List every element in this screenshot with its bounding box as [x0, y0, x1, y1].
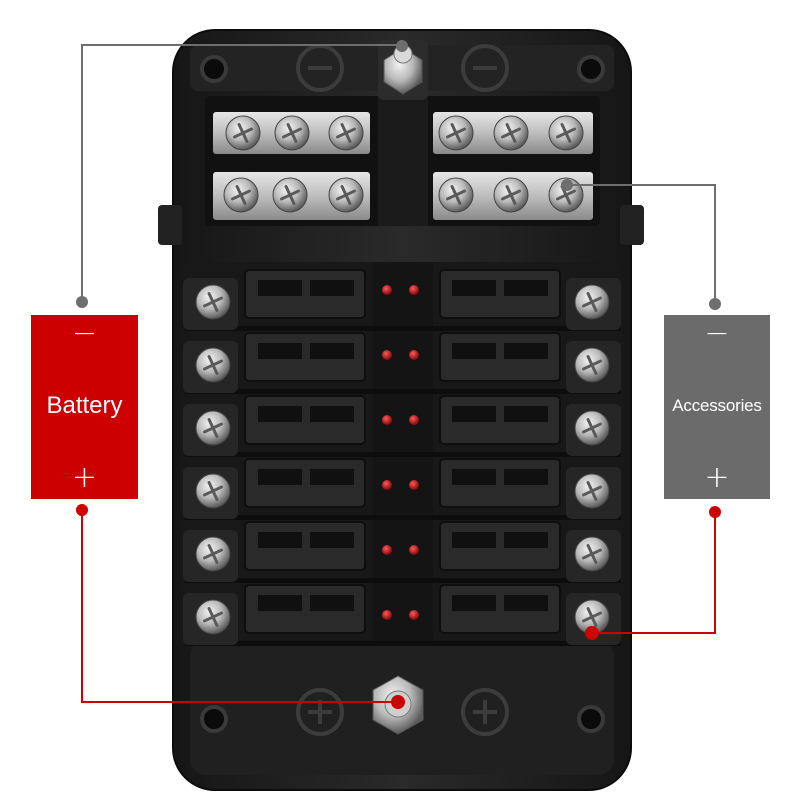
mounting-hole	[577, 55, 605, 83]
bus-bar-screws	[223, 115, 584, 213]
accessories-plus-sign: +	[704, 460, 730, 495]
battery-positive-wire	[81, 510, 398, 703]
accessories-minus-sign: −	[704, 316, 730, 351]
indicator-led	[382, 415, 392, 425]
side-terminal-screw-right	[574, 347, 610, 383]
mounting-holes	[200, 55, 605, 733]
indicator-led	[382, 480, 392, 490]
bus-bar-screw	[548, 177, 584, 213]
side-terminal-screw-right	[574, 410, 610, 446]
bus-bar-screw	[438, 177, 474, 213]
negative-stud	[378, 40, 428, 100]
bus-bar-screw	[225, 115, 261, 151]
accessories-positive-dot	[709, 506, 721, 518]
battery-negative-wire	[81, 44, 400, 300]
bus-bar-screw	[548, 115, 584, 151]
accessories-name: Accessories	[672, 396, 762, 415]
bus-bar-screw	[223, 177, 259, 213]
side-terminal-screw-left	[195, 536, 231, 572]
side-terminal-screw-left	[195, 599, 231, 635]
accessories-negative-dot	[709, 298, 721, 310]
embossed-plus-right	[461, 688, 509, 736]
battery-label: − Battery +	[31, 315, 138, 499]
fuse-terminal-dot	[585, 626, 599, 640]
indicator-led	[382, 545, 392, 555]
mounting-hole	[577, 705, 605, 733]
bus-bar-screw	[328, 177, 364, 213]
positive-stud-dot	[391, 695, 405, 709]
indicator-led	[382, 610, 392, 620]
side-terminal-screw-left	[195, 347, 231, 383]
mounting-hole	[200, 55, 228, 83]
battery-panel	[31, 315, 138, 499]
battery-name: Battery	[46, 392, 123, 419]
side-terminal-screw-right	[574, 284, 610, 320]
indicator-leds	[382, 285, 419, 620]
side-terminal-screw-left	[195, 473, 231, 509]
indicator-led	[409, 285, 419, 295]
indicator-led	[409, 415, 419, 425]
bus-bar-screw	[328, 115, 364, 151]
bus-bar-screw	[438, 115, 474, 151]
bus-bar-dot	[561, 179, 573, 191]
battery-minus-sign: −	[71, 316, 98, 351]
negative-bus-bars	[205, 96, 600, 226]
battery-plus-sign: +	[71, 460, 98, 495]
mounting-hole	[200, 705, 228, 733]
embossed-marks	[296, 44, 509, 736]
indicator-led	[409, 545, 419, 555]
accessories-positive-wire	[592, 512, 716, 634]
indicator-led	[382, 285, 392, 295]
accessories-panel	[664, 315, 770, 499]
indicator-led	[409, 610, 419, 620]
indicator-led	[409, 480, 419, 490]
side-terminal-screw-left	[195, 284, 231, 320]
negative-stud-dot	[396, 40, 408, 52]
battery-negative-dot	[76, 296, 88, 308]
accessories-label: − Accessories +	[664, 315, 770, 499]
bus-bar-screw	[274, 115, 310, 151]
bus-bar-screw	[493, 177, 529, 213]
embossed-minus-right	[461, 44, 509, 92]
bus-bar-screw	[493, 115, 529, 151]
indicator-led	[382, 350, 392, 360]
side-terminal-screw-right	[574, 536, 610, 572]
indicator-led	[409, 350, 419, 360]
accessories-negative-wire	[567, 184, 716, 302]
side-terminals	[183, 278, 621, 645]
side-terminal-screw-right	[574, 473, 610, 509]
bus-bar-screw	[272, 177, 308, 213]
wires	[76, 40, 721, 709]
battery-positive-dot	[76, 504, 88, 516]
embossed-plus-left	[296, 688, 344, 736]
fuse-slots	[185, 269, 621, 646]
side-terminal-screw-left	[195, 410, 231, 446]
